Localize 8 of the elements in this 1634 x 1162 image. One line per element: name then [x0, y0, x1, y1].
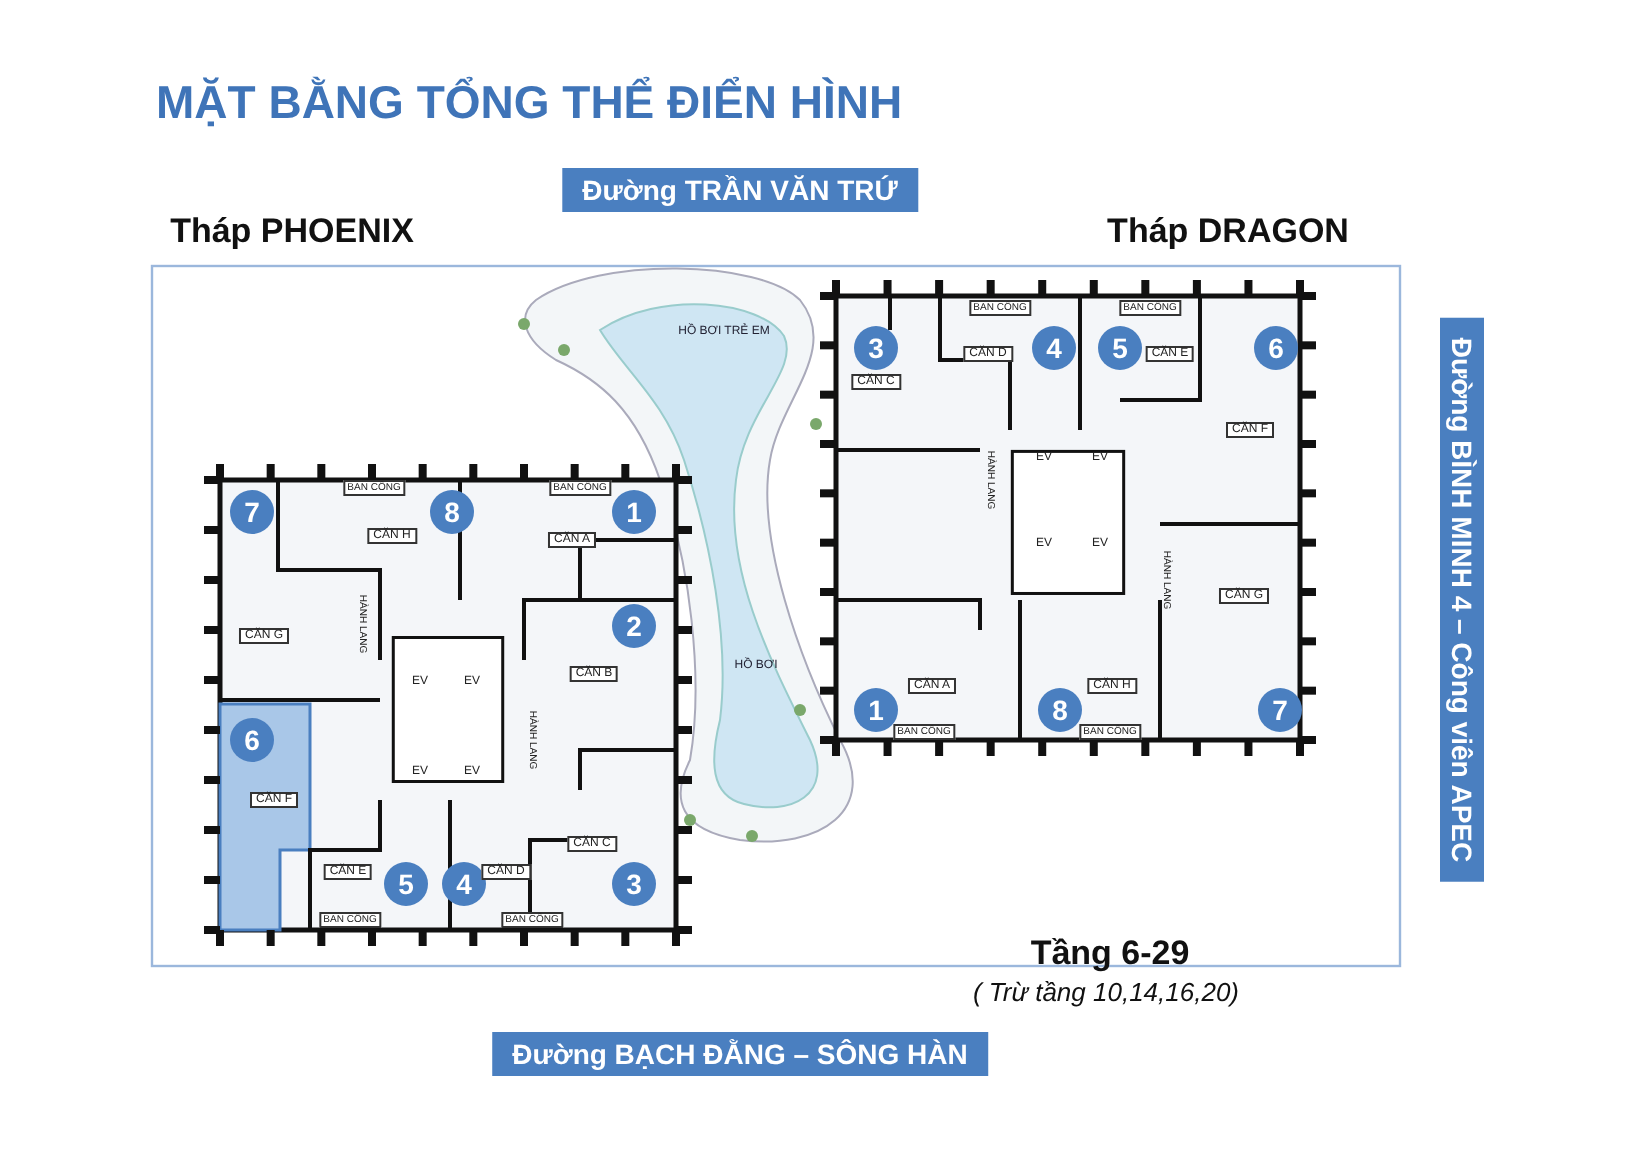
excluded-floors-note: ( Trừ tầng 10,14,16,20): [973, 977, 1239, 1007]
plan-title: MẶT BẰNG TỔNG THỂ ĐIỂN HÌNH: [156, 76, 903, 130]
tower-name: Tháp PHOENIX: [170, 212, 414, 252]
tower-name: Tháp DRAGON: [1107, 212, 1349, 252]
road-name-label: Đường BẠCH ĐẰNG – SÔNG HÀN: [492, 1032, 988, 1076]
road-name-label: Đường BÌNH MINH 4 – Công viên APEC: [1440, 317, 1484, 883]
floor-range-label: Tầng 6-29: [1030, 934, 1190, 974]
road-name-label: Đường TRẦN VĂN TRỨ: [562, 168, 918, 212]
